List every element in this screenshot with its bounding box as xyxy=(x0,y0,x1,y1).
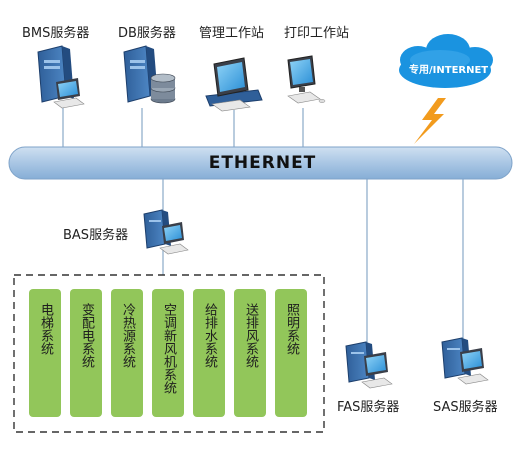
subsystem-group-border xyxy=(13,274,325,433)
subsystem-label: 冷热源系统 xyxy=(120,303,135,368)
print-workstation-label: 打印工作站 xyxy=(284,26,350,41)
internet-cloud-icon xyxy=(399,34,493,88)
bas-server-icon xyxy=(143,209,189,255)
bms-server-icon xyxy=(37,45,85,109)
lightning-icon xyxy=(414,98,446,144)
subsystem-elevator: 电梯系统 xyxy=(29,289,61,417)
subsystem-lighting: 照明系统 xyxy=(275,289,307,417)
subsystem-label: 送排风系统 xyxy=(243,303,258,368)
management-workstation-icon xyxy=(205,57,263,112)
sas-server-label: SAS服务器 xyxy=(433,400,498,415)
subsystem-hvac-fresh-air: 空调新风机系统 xyxy=(152,289,184,417)
sas-server-icon xyxy=(441,337,489,385)
subsystem-label: 电梯系统 xyxy=(38,303,53,355)
db-server-icon xyxy=(123,45,176,104)
subsystem-label: 空调新风机系统 xyxy=(161,303,176,394)
db-server-label: DB服务器 xyxy=(118,26,176,41)
subsystem-power-distribution: 变配电系统 xyxy=(70,289,102,417)
cloud-label: 专用/INTERNET xyxy=(409,65,489,76)
management-workstation-label: 管理工作站 xyxy=(199,26,265,41)
connector-lines xyxy=(62,108,464,346)
ethernet-bus xyxy=(8,146,513,180)
print-workstation-icon xyxy=(287,55,326,104)
subsystem-ventilation: 送排风系统 xyxy=(234,289,266,417)
fas-server-icon xyxy=(345,341,393,389)
fas-server-label: FAS服务器 xyxy=(337,400,400,415)
bms-server-label: BMS服务器 xyxy=(22,26,90,41)
ethernet-label: ETHERNET xyxy=(208,153,317,173)
bas-server-label: BAS服务器 xyxy=(63,228,129,243)
subsystem-label: 给排水系统 xyxy=(202,303,217,368)
subsystem-heating-cooling: 冷热源系统 xyxy=(111,289,143,417)
subsystem-water-supply-drainage: 给排水系统 xyxy=(193,289,225,417)
subsystem-label: 照明系统 xyxy=(284,303,299,355)
subsystem-label: 变配电系统 xyxy=(79,303,94,368)
